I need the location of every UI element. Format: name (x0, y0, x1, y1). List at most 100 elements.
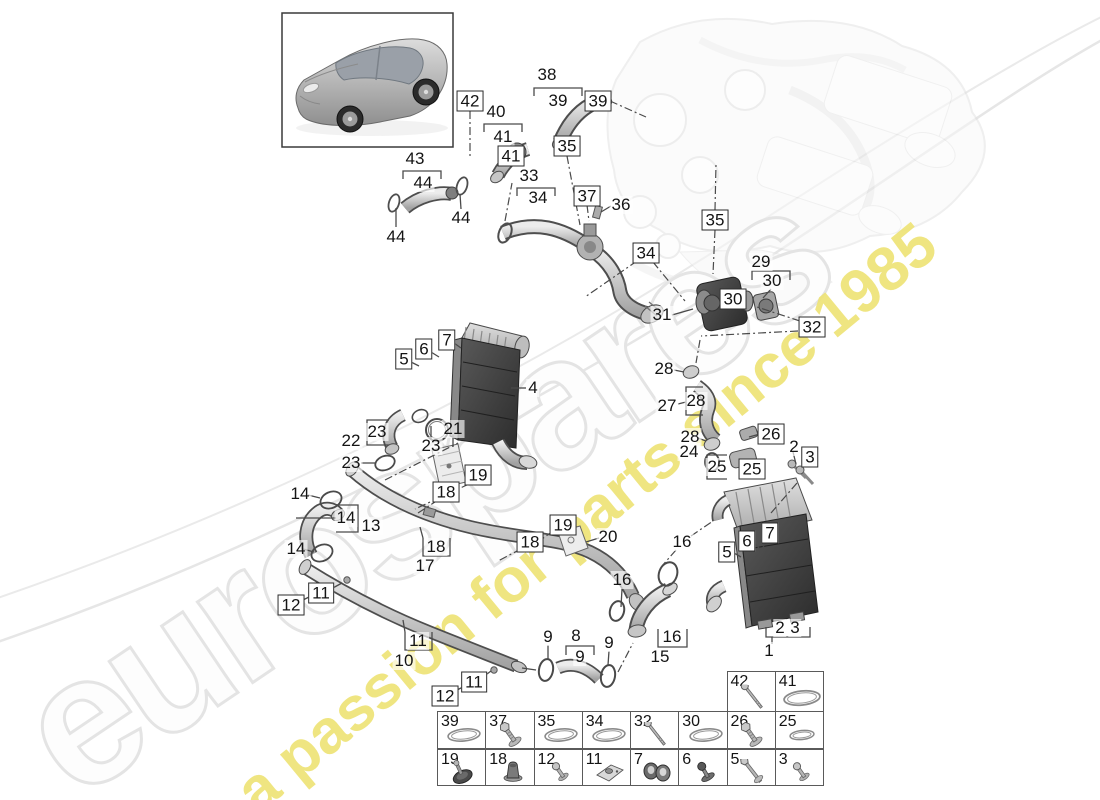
part-label-24[interactable]: 24 (677, 442, 701, 461)
part-label-28[interactable]: 28 (678, 427, 702, 446)
part-label-32[interactable]: 32 (798, 316, 826, 338)
part-label-31[interactable]: 31 (650, 305, 674, 324)
part-label-25[interactable]: 25 (705, 457, 729, 476)
part-label-1[interactable]: 1 (762, 641, 776, 660)
part-label-2[interactable]: 2 (773, 618, 787, 637)
part-label-33[interactable]: 33 (517, 166, 541, 185)
part-label-36[interactable]: 36 (609, 195, 633, 214)
part-label-42[interactable]: 42 (456, 90, 484, 112)
part-label-30[interactable]: 30 (760, 271, 784, 290)
legend-part-number: 11 (585, 751, 603, 768)
part-label-13[interactable]: 13 (359, 516, 383, 535)
part-label-18[interactable]: 18 (432, 481, 460, 503)
part-label-3[interactable]: 3 (788, 618, 802, 637)
pushpin-icon (444, 759, 484, 785)
part-label-9[interactable]: 9 (541, 627, 555, 646)
leader-line (586, 204, 590, 222)
part-label-10[interactable]: 10 (392, 651, 416, 670)
part-label-9[interactable]: 9 (573, 647, 587, 666)
legend-cell-42: 42 (726, 671, 776, 712)
part-label-29[interactable]: 29 (749, 252, 773, 271)
part-label-11[interactable]: 11 (461, 671, 487, 693)
part-label-18[interactable]: 18 (516, 531, 544, 553)
part-label-8[interactable]: 8 (569, 626, 583, 645)
part-label-41[interactable]: 41 (497, 145, 525, 167)
bracket-line (516, 187, 556, 196)
part-label-5[interactable]: 5 (395, 348, 413, 370)
bushings-icon (637, 759, 677, 785)
part-label-39[interactable]: 39 (584, 90, 612, 112)
part-label-44[interactable]: 44 (449, 208, 473, 227)
legend-part-number: 3 (778, 751, 788, 768)
part-label-15[interactable]: 15 (648, 647, 672, 666)
part-label-9[interactable]: 9 (602, 633, 616, 652)
part-label-21[interactable]: 21 (441, 419, 465, 438)
screw-long-icon (734, 685, 774, 711)
part-label-14[interactable]: 14 (288, 484, 312, 503)
legend-cell-35: 35 (533, 711, 583, 749)
part-label-18[interactable]: 18 (424, 537, 448, 556)
part-label-19[interactable]: 19 (549, 514, 577, 536)
part-label-7[interactable]: 7 (438, 329, 456, 351)
legend-cell-34: 34 (581, 711, 631, 749)
part-label-38[interactable]: 38 (535, 65, 559, 84)
part-label-4[interactable]: 4 (526, 378, 540, 397)
part-label-11[interactable]: 11 (407, 631, 429, 650)
part-label-41[interactable]: 41 (491, 127, 515, 146)
part-label-26[interactable]: 26 (757, 423, 785, 445)
leader-line (384, 442, 459, 481)
part-label-17[interactable]: 17 (413, 556, 437, 575)
part-label-27[interactable]: 27 (655, 396, 679, 415)
legend-part-number: 39 (441, 713, 459, 730)
part-label-23[interactable]: 23 (339, 453, 363, 472)
part-label-25[interactable]: 25 (738, 458, 766, 480)
part-label-22[interactable]: 22 (339, 431, 363, 450)
part-label-34[interactable]: 34 (632, 242, 660, 264)
part-label-7[interactable]: 7 (761, 522, 779, 544)
part-label-37[interactable]: 37 (573, 185, 601, 207)
part-label-3[interactable]: 3 (801, 446, 819, 468)
leader-line (584, 260, 638, 298)
bracket-line (402, 170, 442, 179)
bracket-line (521, 667, 537, 671)
legend-cell-18: 18 (485, 749, 535, 786)
part-label-40[interactable]: 40 (484, 102, 508, 121)
part-label-28[interactable]: 28 (684, 391, 708, 410)
part-label-20[interactable]: 20 (596, 527, 620, 546)
part-label-14[interactable]: 14 (284, 539, 308, 558)
part-label-35[interactable]: 35 (701, 209, 729, 231)
part-label-23[interactable]: 23 (419, 436, 443, 455)
part-label-39[interactable]: 39 (546, 91, 570, 110)
part-label-16[interactable]: 16 (660, 627, 684, 646)
part-label-6[interactable]: 6 (738, 530, 756, 552)
part-label-43[interactable]: 43 (403, 149, 427, 168)
part-label-34[interactable]: 34 (526, 188, 550, 207)
part-label-35[interactable]: 35 (553, 135, 581, 157)
part-label-19[interactable]: 19 (464, 464, 492, 486)
part-label-16[interactable]: 16 (670, 532, 694, 551)
leader-line (770, 482, 798, 514)
legend-part-number: 30 (682, 713, 701, 730)
oring-icon (444, 722, 484, 748)
part-label-11[interactable]: 11 (308, 582, 334, 604)
legend-cell-7: 7 (630, 749, 680, 786)
part-label-5[interactable]: 5 (718, 541, 736, 563)
legend-cell-19: 19 (437, 749, 487, 786)
part-label-14[interactable]: 14 (334, 508, 358, 527)
bracket-line (673, 369, 685, 373)
bracket-line (600, 205, 612, 213)
bracket-line (620, 588, 623, 608)
leader-line (690, 520, 714, 537)
part-label-12[interactable]: 12 (277, 594, 305, 616)
part-label-23[interactable]: 23 (365, 422, 389, 441)
bracket-line (751, 270, 791, 280)
part-label-44[interactable]: 44 (384, 227, 408, 246)
part-label-16[interactable]: 16 (610, 570, 634, 589)
part-label-30[interactable]: 30 (719, 288, 747, 310)
part-label-28[interactable]: 28 (652, 359, 676, 378)
part-label-6[interactable]: 6 (415, 338, 433, 360)
part-label-2[interactable]: 2 (787, 437, 801, 456)
part-label-12[interactable]: 12 (431, 685, 459, 707)
part-label-44[interactable]: 44 (411, 173, 435, 192)
